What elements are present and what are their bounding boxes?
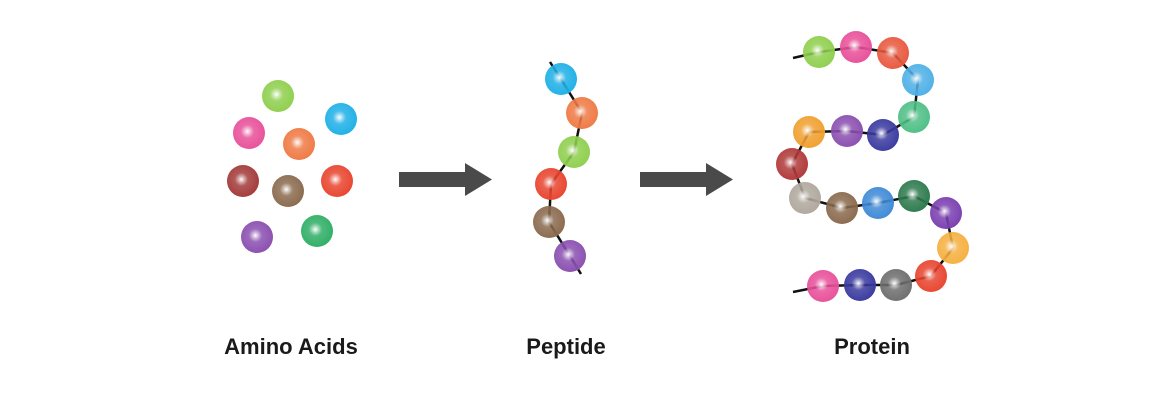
- protein-bead: [902, 64, 934, 96]
- arrow-right-icon: [640, 163, 733, 196]
- amino-acid-bead: [321, 165, 353, 197]
- protein-bead: [880, 269, 912, 301]
- amino-acid-bead: [241, 221, 273, 253]
- bonds: [547, 45, 955, 294]
- peptide-bead: [535, 168, 567, 200]
- amino-acid-bead: [227, 165, 259, 197]
- beads: [227, 31, 969, 302]
- amino-acid-bead: [325, 103, 357, 135]
- protein-bead: [840, 31, 872, 63]
- protein-bead: [862, 187, 894, 219]
- amino-acid-bead: [283, 128, 315, 160]
- protein-bead: [877, 37, 909, 69]
- protein-bead: [844, 269, 876, 301]
- protein-bead: [789, 182, 821, 214]
- protein-bead: [793, 116, 825, 148]
- amino-acid-bead: [301, 215, 333, 247]
- arrows: [399, 163, 733, 196]
- peptide-bead: [533, 206, 565, 238]
- protein-bead: [898, 101, 930, 133]
- protein-bead: [898, 180, 930, 212]
- protein-bead: [867, 119, 899, 151]
- protein-label: Protein: [834, 334, 910, 359]
- protein-bead: [826, 192, 858, 224]
- amino-acids-label: Amino Acids: [224, 334, 358, 359]
- protein-bead: [937, 232, 969, 264]
- protein-bead: [831, 115, 863, 147]
- protein-bead: [776, 148, 808, 180]
- amino-acid-bead: [233, 117, 265, 149]
- amino-acid-bead: [272, 175, 304, 207]
- peptide-label: Peptide: [526, 334, 606, 359]
- protein-bead: [930, 197, 962, 229]
- protein-bead: [803, 36, 835, 68]
- protein-bead: [807, 270, 839, 302]
- peptide-bead: [566, 97, 598, 129]
- protein-bead: [915, 260, 947, 292]
- amino-acid-bead: [262, 80, 294, 112]
- peptide-bead: [545, 63, 577, 95]
- peptide-bead: [558, 136, 590, 168]
- peptide-bead: [554, 240, 586, 272]
- arrow-right-icon: [399, 163, 492, 196]
